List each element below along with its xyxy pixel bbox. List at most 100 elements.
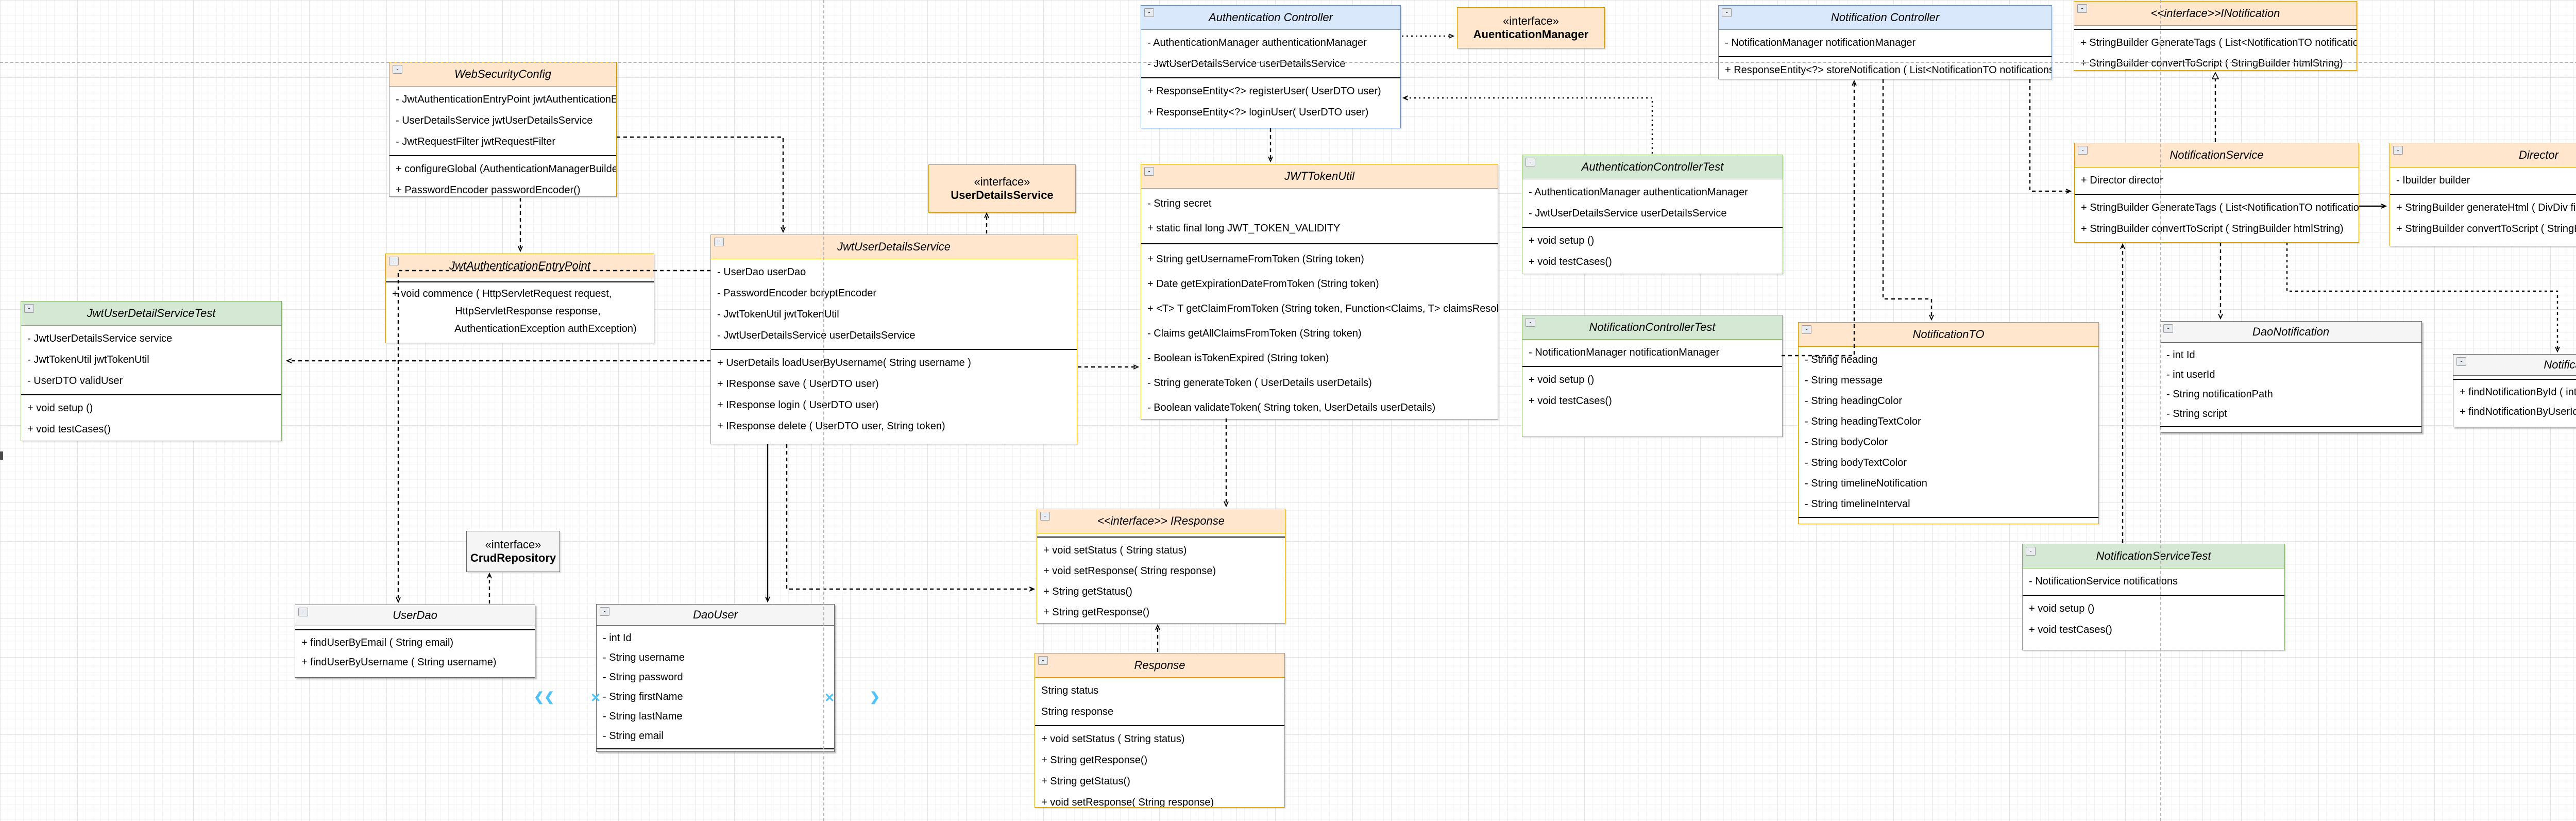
collapse-icon[interactable]: - bbox=[1526, 318, 1535, 327]
class-notification-dao[interactable]: -NotificationDao + findNotificationById … bbox=[2453, 354, 2576, 427]
class-notification-service[interactable]: -NotificationService + Director director… bbox=[2074, 143, 2359, 243]
class-header: -DaoUser bbox=[597, 605, 834, 626]
interface-crud-repository[interactable]: «interface» CrudRepository bbox=[466, 531, 560, 572]
collapse-icon[interactable]: - bbox=[393, 65, 402, 74]
class-header: -<<interface>> IResponse bbox=[1037, 509, 1285, 533]
edge-jwtuserdetailsservice-iresponse[interactable] bbox=[786, 444, 1036, 592]
attributes-compartment: - AuthenticationManager authenticationMa… bbox=[1141, 30, 1400, 77]
class-notification-to[interactable]: -NotificationTO - String heading- String… bbox=[1798, 322, 2099, 524]
collapse-icon[interactable]: - bbox=[1722, 8, 1732, 17]
class-dao-user[interactable]: -DaoUser - int Id- String username- Stri… bbox=[596, 604, 835, 752]
class-title: WebSecurityConfig bbox=[454, 68, 551, 80]
member-row: + UserDetails loadUserByUsername( String… bbox=[717, 357, 971, 368]
methods-compartment: + void setStatus ( String status)+ void … bbox=[1037, 537, 1285, 623]
methods-compartment: + findUserByEmail ( String email)+ findU… bbox=[295, 629, 535, 677]
class-title: JWTTokenUtil bbox=[1284, 170, 1355, 182]
member-row: - String bodyColor bbox=[1805, 437, 1888, 448]
attributes-compartment: - UserDao userDao- PasswordEncoder bcryp… bbox=[711, 259, 1077, 349]
edge-notificationcontroller-notificationto[interactable] bbox=[1882, 79, 1934, 321]
class-jwt-user-details-service[interactable]: -JwtUserDetailsService - UserDao userDao… bbox=[710, 234, 1077, 444]
edge-jwtuserdetailsservice-userdao[interactable] bbox=[396, 270, 710, 604]
class-jwt-token-util[interactable]: -JWTTokenUtil - String secret+ static fi… bbox=[1141, 164, 1498, 420]
class-title: NotificationServiceTest bbox=[2096, 549, 2211, 562]
member-row: - String headingTextColor bbox=[1805, 416, 1921, 427]
attributes-compartment: - AuthenticationManager authenticationMa… bbox=[1522, 179, 1783, 227]
attributes-compartment: - JwtAuthenticationEntryPoint jwtAuthent… bbox=[389, 87, 616, 155]
collapse-icon[interactable]: - bbox=[2163, 324, 2173, 333]
member-row: - JwtUserDetailsService service bbox=[27, 333, 173, 344]
methods-compartment: + void setup () + void testCases() bbox=[1522, 366, 1782, 437]
class-header: - NotificationServiceTest bbox=[2023, 544, 2284, 568]
member-row: + void setup () bbox=[1529, 374, 1595, 386]
member-row: - String username bbox=[603, 652, 685, 663]
member-row: + findUserByUsername ( String username) bbox=[301, 657, 497, 668]
class-web-security-config[interactable]: - WebSecurityConfig - JwtAuthenticationEn… bbox=[389, 62, 617, 197]
member-row: + Director director bbox=[2081, 175, 2163, 186]
class-i-notification[interactable]: -<<interface>>INotification + StringBuil… bbox=[2074, 1, 2357, 71]
class-authentication-controller[interactable]: -Authentication Controller - Authenticat… bbox=[1141, 5, 1401, 128]
collapse-icon[interactable]: - bbox=[2078, 146, 2088, 155]
member-row: + void setStatus ( String status) bbox=[1041, 733, 1185, 745]
class-notification-controller[interactable]: -Notification Controller - NotificationM… bbox=[1718, 5, 2052, 79]
edge-websecurityconfig-jwtuserdetailsservice[interactable] bbox=[617, 136, 786, 233]
member-row: - int Id bbox=[603, 632, 632, 644]
member-row: + configureGlobal (AuthenticationManager… bbox=[396, 163, 617, 175]
collapse-icon[interactable]: - bbox=[1526, 158, 1535, 166]
edge-notificationcontroller-notificationservice[interactable] bbox=[2029, 79, 2072, 194]
collapse-icon[interactable]: - bbox=[1038, 656, 1048, 665]
member-row: - NotificationManager notificationManage… bbox=[1725, 37, 1916, 48]
member-row: - String timelineInterval bbox=[1805, 498, 1910, 510]
class-i-response[interactable]: -<<interface>> IResponse + void setStatu… bbox=[1037, 509, 1285, 624]
member-row: + IResponse login ( UserDTO user) bbox=[717, 399, 879, 411]
attributes-compartment: - int Id- String username- String passwo… bbox=[597, 626, 834, 748]
member-row: + void commence ( HttpServletRequest req… bbox=[392, 288, 612, 299]
collapse-icon[interactable]: - bbox=[1144, 8, 1154, 17]
class-header: - WebSecurityConfig bbox=[389, 62, 616, 87]
member-row: + void setResponse( String response) bbox=[1043, 565, 1216, 577]
edge-notificationcontrollertest-notificationcontroller[interactable] bbox=[1782, 79, 1857, 357]
collapse-icon[interactable]: - bbox=[1144, 167, 1154, 176]
class-dao-notification[interactable]: -DaoNotification - int Id- int userId- S… bbox=[2160, 321, 2422, 433]
interface-auentication-manager[interactable]: «interface» AuenticationManager bbox=[1457, 7, 1605, 48]
attributes-compartment: - NotificationService notifications bbox=[2023, 568, 2284, 595]
collapse-icon[interactable]: - bbox=[1802, 325, 1811, 334]
class-user-dao[interactable]: -UserDao + findUserByEmail ( String emai… bbox=[295, 605, 535, 678]
collapse-icon[interactable]: - bbox=[2026, 547, 2036, 556]
class-authentication-controller-test[interactable]: - AuthenticationControllerTest - Authenti… bbox=[1522, 155, 1783, 274]
member-row: + void setResponse( String response) bbox=[1041, 797, 1214, 808]
class-notification-controller-test[interactable]: -NotificationControllerTest - Notificati… bbox=[1522, 315, 1783, 437]
member-row: + IResponse save ( UserDTO user) bbox=[717, 378, 879, 390]
methods-compartment: + StringBuilder GenerateTags ( List<Noti… bbox=[2074, 29, 2357, 70]
member-row: + static final long JWT_TOKEN_VALIDITY bbox=[1147, 223, 1341, 234]
interface-name: AuenticationManager bbox=[1473, 28, 1589, 41]
class-director[interactable]: -Director - Ibuilder builder + StringBui… bbox=[2389, 143, 2576, 246]
class-header: -NotificationControllerTest bbox=[1522, 315, 1782, 340]
interface-user-details-service[interactable]: «interface» UserDetailsService bbox=[928, 164, 1076, 213]
collapse-icon[interactable]: - bbox=[600, 607, 609, 616]
collapse-icon[interactable]: - bbox=[714, 238, 724, 246]
collapse-icon[interactable]: - bbox=[389, 257, 399, 265]
collapse-icon[interactable]: - bbox=[1040, 512, 1050, 521]
member-row: - String script bbox=[2166, 408, 2227, 420]
class-title: JwtUserDetailServiceTest bbox=[87, 307, 216, 320]
member-row: - String heading bbox=[1805, 354, 1878, 365]
canvas-edge-tick bbox=[0, 451, 3, 460]
class-jwt-user-detail-service-test[interactable]: - JwtUserDetailServiceTest - JwtUserDetai… bbox=[21, 301, 282, 441]
collapse-icon[interactable]: - bbox=[298, 608, 308, 616]
collapse-icon[interactable]: - bbox=[2393, 146, 2403, 155]
collapse-icon[interactable]: - bbox=[2077, 4, 2087, 13]
edge-notificationservice-notificationdao[interactable] bbox=[2286, 243, 2560, 353]
member-row: + String getUsernameFromToken (String to… bbox=[1147, 254, 1364, 265]
member-row: + findNotificationByUserId ( int usernam… bbox=[2460, 406, 2576, 417]
edge-authenticationcontrollertest-authenticationcontroller[interactable] bbox=[1402, 95, 1653, 154]
collapse-icon[interactable]: - bbox=[2456, 357, 2466, 366]
collapse-icon[interactable]: - bbox=[24, 304, 34, 313]
class-jwt-authentication-entry-point[interactable]: -JwtAuthenticationEntryPoint + void comm… bbox=[385, 254, 654, 343]
member-row: + void testCases() bbox=[1529, 395, 1612, 407]
class-title: AuthenticationControllerTest bbox=[1581, 160, 1724, 173]
member-row: - AuthenticationManager authenticationMa… bbox=[1147, 37, 1367, 48]
class-notification-service-test[interactable]: - NotificationServiceTest - NotificationS… bbox=[2022, 544, 2285, 650]
class-header: -Director bbox=[2390, 143, 2576, 167]
